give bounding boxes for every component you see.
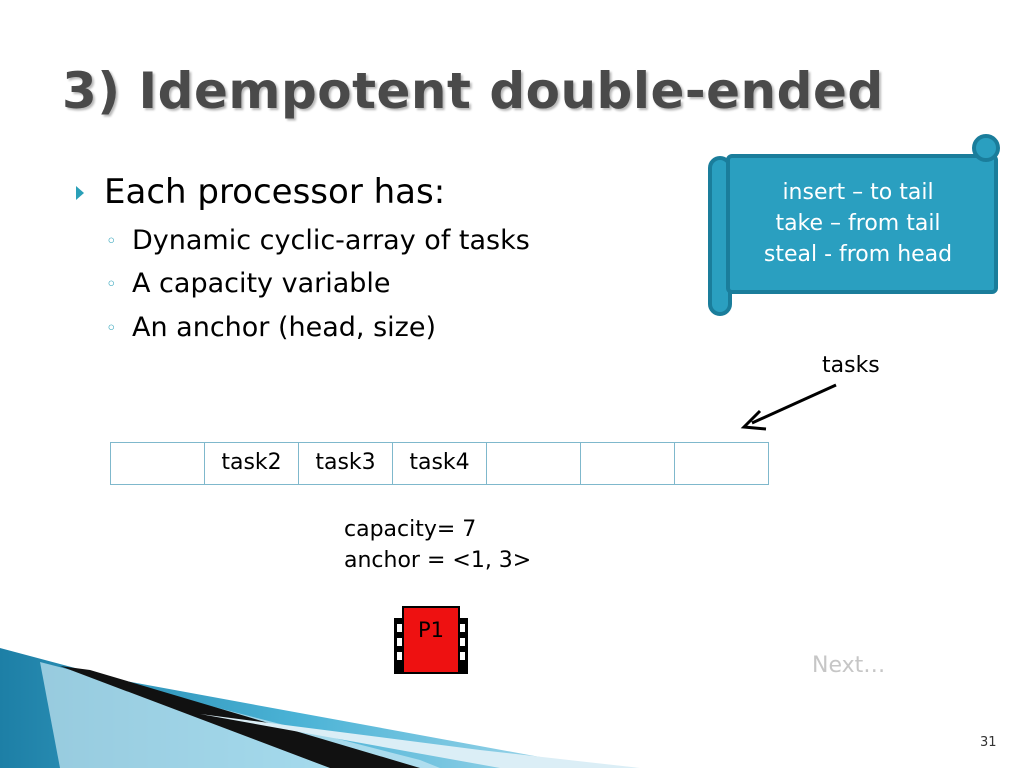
array-cell: task4 (392, 442, 487, 485)
callout-line-steal: steal - from head (763, 242, 953, 267)
array-cell (486, 442, 581, 485)
capacity-text: capacity= 7 (344, 517, 477, 542)
task-array: task2 task3 task4 (110, 442, 769, 485)
processor-body (402, 606, 460, 674)
array-cell (580, 442, 675, 485)
circle-bullet-icon: ◦ (106, 318, 117, 339)
next-link[interactable]: Next… (812, 653, 886, 678)
tasks-label: tasks (822, 353, 880, 378)
main-bullet-text: Each processor has: (104, 172, 446, 212)
circle-bullet-icon: ◦ (106, 274, 117, 295)
array-cell: task2 (204, 442, 299, 485)
operations-callout: insert – to tail take – from tail steal … (704, 132, 1004, 322)
scroll-roll-top (972, 134, 1000, 162)
slide-title: 3) Idempotent double-ended (62, 62, 884, 120)
callout-line-insert: insert – to tail (782, 180, 934, 205)
array-cell (110, 442, 205, 485)
circle-bullet-icon: ◦ (106, 231, 117, 252)
state-values: capacity= 7 anchor = <1, 3> (344, 514, 531, 576)
callout-text: insert – to tail take – from tail steal … (734, 177, 982, 270)
sub-bullet-text: An anchor (head, size) (132, 312, 436, 343)
sub-bullet-text: A capacity variable (132, 268, 391, 299)
triangle-bullet-icon (76, 186, 84, 200)
array-cell (674, 442, 769, 485)
decorative-swoosh (0, 648, 640, 768)
page-number: 31 (980, 735, 997, 750)
callout-line-take: take – from tail (775, 211, 941, 236)
processor-label: P1 (417, 618, 445, 642)
sub-bullet-text: Dynamic cyclic-array of tasks (132, 225, 530, 256)
scroll-body (726, 154, 998, 294)
array-cell: task3 (298, 442, 393, 485)
arrow-icon (740, 383, 837, 431)
anchor-text: anchor = <1, 3> (344, 548, 532, 573)
processor-p1: P1 (392, 604, 470, 676)
